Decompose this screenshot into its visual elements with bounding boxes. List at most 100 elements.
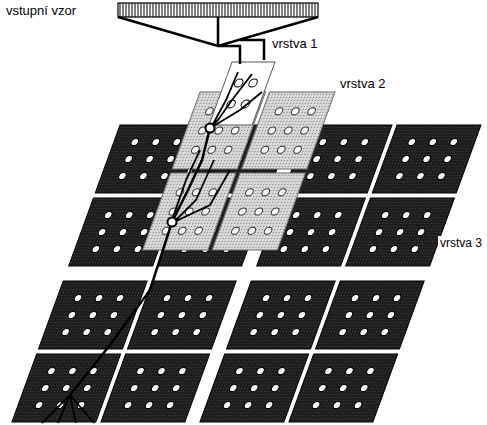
input-cell [171,3,172,17]
neuron-dot [416,228,426,235]
neuron-dot [162,294,172,301]
neuron-dot [380,211,390,218]
neuron-dot [303,294,313,301]
neuron-dot [312,155,322,162]
input-cell [279,3,280,17]
input-cell [144,3,145,17]
input-cell [138,3,139,17]
neuron-dot [277,189,287,196]
neuron-dot [365,311,375,318]
neuron-dot [247,227,257,234]
neuron-dot [332,401,342,408]
neuron-dot [222,401,232,408]
neuron-dot [124,211,134,218]
input-cell [153,3,154,17]
neuron-dot [249,328,259,335]
input-cell [300,3,301,17]
layer3-panel [372,125,481,193]
neuron-dot [129,384,139,391]
neuron-dot [443,155,453,162]
neuron-dot [389,245,399,252]
neuron-dot [235,367,245,374]
input-cell [213,3,214,17]
input-cell [270,3,271,17]
neuron-dot [312,211,322,218]
input-cell [156,3,157,17]
input-cell [210,3,211,17]
layer-label: vrstva 2 [338,76,388,91]
neuron-dot [144,401,154,408]
neuron-dot [207,146,217,153]
input-cell [282,3,283,17]
neuron-dot [94,294,104,301]
input-cell [243,3,244,17]
neuron-dot [276,311,286,318]
layer-label: vrstva 1 [270,36,320,51]
input-cell [234,3,235,17]
input-cell [255,3,256,17]
neuron-dot [261,189,271,196]
neuron-dot [118,172,128,179]
neuron-dot [228,384,238,391]
input-cell [168,3,169,17]
neuron-dot [366,367,376,374]
neuron-dot [283,127,293,134]
neuron-dot [297,311,307,318]
neuron-dot [192,328,202,335]
neuron-dot [139,228,149,235]
neuron-dot [112,245,122,252]
input-cell [309,3,310,17]
input-cell [258,3,259,17]
neuron-dot [422,155,432,162]
neuron-dot [109,311,119,318]
input-cell [237,3,238,17]
neuron-dot [318,138,328,145]
input-cell [231,3,232,17]
input-cell [189,3,190,17]
neuron-dot [177,311,187,318]
neuron-dot [317,384,327,391]
neuron-dot [291,328,301,335]
input-cell [216,3,217,17]
neuron-dot [371,294,381,301]
connection-wire [70,222,172,395]
neuron-dot [293,146,303,153]
input-cell [186,3,187,17]
neuron-dot [260,146,270,153]
input-cell [264,3,265,17]
neuron-dot [139,172,149,179]
neuron-dot [133,245,143,252]
neuron-dot [61,328,71,335]
input-cell [288,3,289,17]
neuron-dot [160,172,170,179]
neuron-dot [68,367,78,374]
neuron-dot [327,172,337,179]
input-cell [204,3,205,17]
neuron-dot [244,189,254,196]
neuron-dot [348,172,358,179]
neuron-dot [282,294,292,301]
input-cell [135,3,136,17]
neuron-dot [344,311,354,318]
neuron-dot [276,146,286,153]
neuron-dot [353,401,363,408]
neuron-dot [103,211,113,218]
layer3-layer [12,125,481,422]
input-cell [222,3,223,17]
neuron-dot [171,328,181,335]
input-cell [141,3,142,17]
input-cell [147,3,148,17]
neuron-dot [410,245,420,252]
neuron-dot [124,155,134,162]
layer-label: vrstva 3 [438,236,484,251]
neuron-dot [123,401,133,408]
neuron-dot [307,108,317,115]
input-cell [276,3,277,17]
neuron-node [168,218,177,227]
input-cell [150,3,151,17]
input-cell [129,3,130,17]
neuron-node [206,124,215,133]
neuron-dot [437,172,447,179]
input-cell [273,3,274,17]
neuron-dot [178,367,188,374]
